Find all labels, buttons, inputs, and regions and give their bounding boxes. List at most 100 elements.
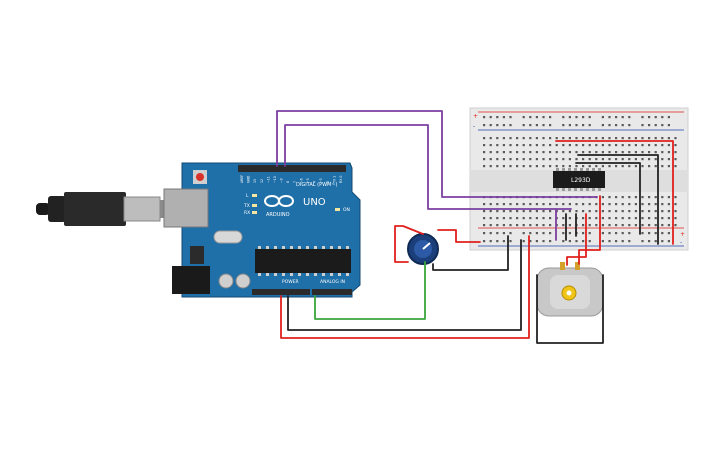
breadboard-hole	[641, 144, 644, 147]
breadboard-hole	[489, 144, 492, 147]
breadboard-hole	[667, 124, 670, 127]
breadboard-hole	[674, 151, 677, 154]
breadboard-hole	[621, 165, 624, 168]
rail-plus-label: +	[473, 113, 478, 120]
breadboard-hole	[582, 144, 585, 147]
breadboard-hole	[615, 232, 618, 235]
wire-red-2	[394, 225, 424, 263]
breadboard-hole	[582, 165, 585, 168]
breadboard-hole	[582, 151, 585, 154]
breadboard-hole	[641, 116, 644, 119]
breadboard-hole	[529, 124, 532, 127]
logo-label: ARDUINO	[266, 212, 290, 218]
breadboard-hole	[641, 165, 644, 168]
breadboard-hole	[608, 203, 611, 206]
breadboard-hole	[628, 158, 631, 161]
breadboard-hole	[568, 116, 571, 119]
breadboard-hole	[588, 165, 591, 168]
breadboard-hole	[674, 203, 677, 206]
breadboard-hole	[628, 144, 631, 147]
breadboard-hole	[529, 210, 532, 213]
digital-label: DIGITAL (PWM~)	[296, 182, 338, 188]
digital-pin-label: 4	[313, 181, 317, 183]
breadboard-hole	[582, 210, 585, 213]
breadboard-hole	[568, 165, 571, 168]
breadboard-hole	[641, 124, 644, 127]
breadboard-hole	[496, 203, 499, 206]
breadboard-hole	[516, 203, 519, 206]
breadboard-hole	[502, 151, 505, 154]
breadboard-hole	[489, 203, 492, 206]
breadboard-hole	[509, 165, 512, 168]
breadboard-hole	[667, 240, 670, 243]
breadboard-hole	[648, 203, 651, 206]
breadboard-hole	[628, 151, 631, 154]
breadboard-hole	[522, 158, 525, 161]
breadboard-hole	[496, 165, 499, 168]
breadboard-hole	[535, 165, 538, 168]
breadboard-hole	[661, 224, 664, 227]
breadboard-hole	[562, 232, 565, 235]
breadboard-hole	[502, 203, 505, 206]
breadboard-hole	[522, 144, 525, 147]
breadboard-hole	[542, 137, 545, 140]
breadboard-hole	[542, 224, 545, 227]
power-jack	[172, 266, 210, 294]
breadboard-hole	[615, 203, 618, 206]
breadboard-hole	[608, 224, 611, 227]
breadboard-hole	[588, 240, 591, 243]
wire-black-1	[287, 239, 522, 331]
breadboard-hole	[509, 217, 512, 220]
led-on-label: ON	[343, 207, 350, 213]
breadboard-hole	[522, 165, 525, 168]
breadboard-hole	[542, 240, 545, 243]
breadboard-hole	[555, 144, 558, 147]
breadboard-hole	[496, 116, 499, 119]
wire-black-4	[575, 162, 641, 235]
breadboard-hole	[522, 151, 525, 154]
breadboard-hole	[529, 217, 532, 220]
breadboard-hole	[483, 232, 486, 235]
digital-pin-label: ~9	[280, 178, 284, 183]
rail-minus-label-bottom: -	[680, 239, 682, 246]
breadboard-hole	[621, 137, 624, 140]
breadboard-hole	[555, 137, 558, 140]
breadboard-hole	[489, 151, 492, 154]
breadboard-hole	[641, 196, 644, 199]
breadboard-hole	[575, 137, 578, 140]
led-rx-label: RX	[244, 210, 250, 216]
arduino-board: UNO ARDUINO DIGITAL (PWM~) POWER ANALOG …	[163, 162, 361, 298]
breadboard-hole	[549, 116, 552, 119]
potentiometer[interactable]	[407, 233, 439, 265]
breadboard-hole	[615, 196, 618, 199]
breadboard-hole	[575, 210, 578, 213]
breadboard-hole	[654, 210, 657, 213]
breadboard-hole	[601, 144, 604, 147]
wire-black-7	[536, 274, 604, 344]
breadboard-hole	[489, 116, 492, 119]
dc-motor[interactable]	[536, 262, 604, 317]
breadboard-hole	[549, 210, 552, 213]
digital-pin-label: TX 1	[332, 176, 336, 184]
breadboard-hole	[549, 158, 552, 161]
breadboard-hole	[601, 232, 604, 235]
breadboard-hole	[555, 203, 558, 206]
breadboard-hole	[588, 203, 591, 206]
breadboard-hole	[483, 124, 486, 127]
breadboard-hole	[529, 240, 532, 243]
breadboard-hole	[667, 116, 670, 119]
breadboard-hole	[628, 165, 631, 168]
breadboard-hole	[549, 240, 552, 243]
breadboard-hole	[575, 203, 578, 206]
breadboard-hole	[648, 232, 651, 235]
wire-purple-2	[284, 124, 572, 210]
breadboard-hole	[535, 144, 538, 147]
breadboard-hole	[674, 144, 677, 147]
breadboard-hole	[509, 232, 512, 235]
breadboard-hole	[674, 196, 677, 199]
wire-black-3	[577, 154, 659, 245]
breadboard-hole	[648, 224, 651, 227]
breadboard-hole	[562, 144, 565, 147]
breadboard-hole	[483, 203, 486, 206]
breadboard-hole	[582, 232, 585, 235]
